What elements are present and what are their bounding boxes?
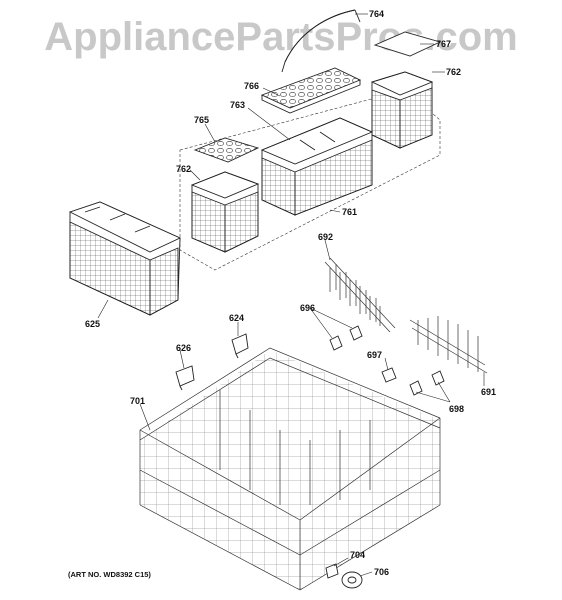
callout-765: 765: [194, 115, 209, 125]
callout-706: 706: [374, 567, 389, 577]
callout-697: 697: [367, 350, 382, 360]
part-704-wheel[interactable]: [325, 563, 339, 579]
part-697-clip[interactable]: [381, 367, 397, 383]
part-762-basket-right[interactable]: [370, 71, 434, 149]
leader-lines: [97, 13, 485, 577]
callout-691: 691: [481, 387, 496, 397]
part-626-bracket[interactable]: [175, 365, 195, 391]
callout-766: 766: [244, 81, 259, 91]
art-number: (ART NO. WD8392 C15): [68, 570, 151, 579]
callout-761: 761: [342, 207, 357, 217]
watermark: AppliancePartsPros.com: [44, 15, 518, 59]
callout-767: 767: [436, 39, 451, 49]
callout-762: 762: [446, 67, 461, 77]
callout-764: 764: [369, 9, 384, 19]
part-625-silverware-basket[interactable]: [68, 201, 182, 316]
callout-701: 701: [130, 396, 145, 406]
part-767-lid[interactable]: [373, 31, 442, 57]
part-701-lower-rack[interactable]: [139, 347, 441, 591]
part-766-lid[interactable]: [260, 67, 362, 114]
callout-625: 625: [85, 319, 100, 329]
part-764-handle[interactable]: [281, 9, 361, 73]
callout-692: 692: [318, 232, 333, 242]
part-706-roller[interactable]: [341, 571, 363, 589]
part-765-lid[interactable]: [193, 137, 260, 163]
part-762-basket-left[interactable]: [190, 171, 260, 253]
callout-labels: 764 767 766 762 763 765 762 761 625 692 …: [85, 9, 496, 577]
callout-698: 698: [449, 404, 464, 414]
part-691-tine-row[interactable]: [409, 316, 488, 374]
callout-762: 762: [176, 164, 191, 174]
callout-704: 704: [350, 550, 365, 560]
callout-696: 696: [300, 303, 315, 313]
part-692-tine-row[interactable]: [324, 257, 396, 333]
part-698-clips[interactable]: [409, 370, 445, 396]
callout-624: 624: [229, 313, 244, 323]
part-696-clips[interactable]: [329, 325, 363, 351]
callout-763: 763: [230, 100, 245, 110]
part-763-basket-middle[interactable]: [260, 117, 374, 216]
callout-626: 626: [176, 343, 191, 353]
part-624-bracket[interactable]: [231, 333, 249, 359]
